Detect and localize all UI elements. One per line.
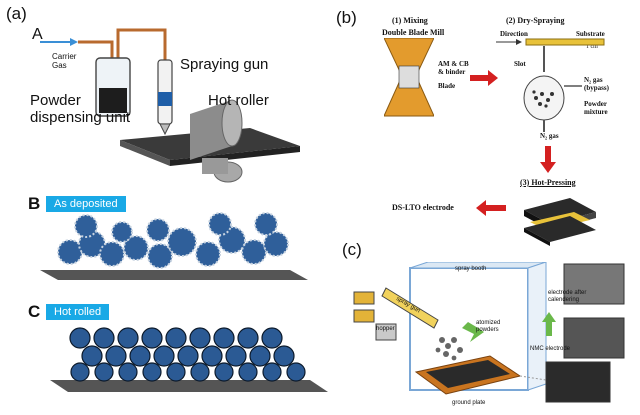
am-cb-binder-label: AM & CB & binder [438, 60, 469, 76]
one-cm-label: 1 cm [586, 44, 598, 50]
panel-b-label: (b) [336, 8, 357, 27]
ground-plate-label: ground plate [452, 400, 486, 406]
dry-spray-apparatus [496, 38, 605, 132]
hot-pressing-label: (3) Hot-Pressing [520, 178, 576, 187]
sub-b-label: B [28, 194, 41, 213]
double-blade-mill-label: Double Blade Mill [382, 28, 445, 37]
panel-c-label: (c) [342, 240, 362, 259]
spraying-gun-label: Spraying gun [180, 56, 269, 73]
n2-gas-label: N₂ gas [540, 132, 559, 140]
ds-lto-label: DS-LTO electrode [392, 203, 454, 212]
hot-press-icon [524, 198, 596, 246]
as-deposited-tag: As deposited [46, 196, 126, 212]
direction-label: Direction [500, 30, 528, 38]
hopper-label: hopper [376, 326, 395, 332]
hot-rolled-particles [50, 327, 328, 392]
sub-c-label: C [28, 302, 41, 321]
spray-setup-illustration [40, 28, 300, 183]
powder-unit-label: Powder dispensing unit [30, 92, 131, 126]
as-deposited-particles [40, 212, 308, 280]
n2-bypass-label: N₂ gas (bypass) [584, 76, 609, 92]
arrow-press-to-electrode [476, 200, 506, 216]
substrate-label: Substrate [576, 30, 605, 38]
blade-label: Blade [438, 82, 456, 90]
carrier-gas-label: Carrier Gas [52, 52, 77, 70]
powder-mixture-label: Powder mixture [584, 100, 608, 116]
spray-booth-illustration [353, 262, 625, 403]
sub-a-label: A [32, 26, 43, 43]
arrow-spray-to-press [540, 146, 556, 173]
hot-rolled-tag: Hot rolled [46, 304, 110, 320]
nmc-electrode-label: NMC electrode [530, 346, 571, 352]
hot-roller-label: Hot roller [208, 92, 269, 109]
arrow-mix-to-spray [470, 70, 498, 86]
atomized-label: atomized powders [476, 320, 501, 333]
slot-label: Slot [514, 60, 526, 68]
electrode-after-label: electrode after calendering [548, 290, 587, 303]
mixing-label: (1) Mixing [392, 16, 428, 25]
double-blade-mill-icon [384, 38, 434, 117]
dry-spraying-label: (2) Dry-Spraying [506, 16, 565, 25]
panel-a-label: (a) [6, 4, 27, 23]
spray-booth-label: spray booth [455, 266, 487, 272]
